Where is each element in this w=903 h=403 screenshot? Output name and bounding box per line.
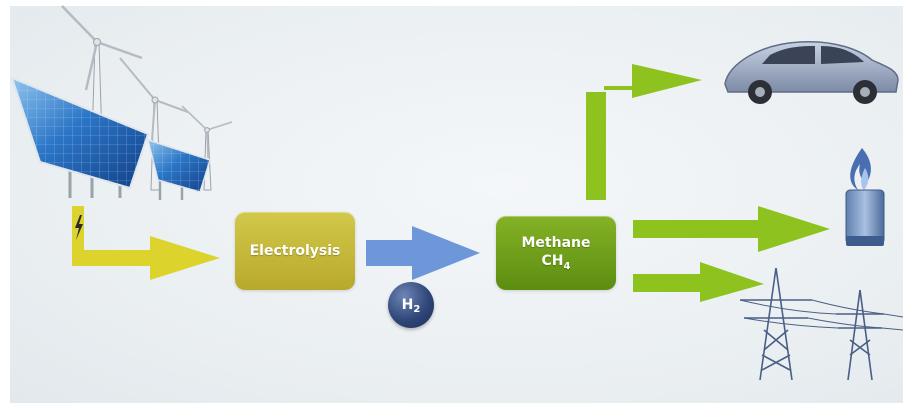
arrow-to-burner [633,206,830,252]
car-icon [724,41,899,104]
methane-box: Methane CH4 [496,216,616,290]
methane-formula-main: CH [541,253,564,269]
solar-panel-small [146,138,211,200]
electrolysis-label: Electrolysis [249,243,341,259]
lightning-icon [75,215,83,240]
power-lines [739,299,903,331]
solar-panel-large [10,76,150,198]
arrow-to-power-grid [633,262,764,302]
methane-formula: CH4 [542,252,571,272]
methane-label: Methane [521,235,591,251]
methane-formula-subscript: 4 [563,261,571,272]
hydrogen-formula-main: H [401,297,414,313]
pylon-right [836,289,884,381]
electrolysis-box: Electrolysis [235,212,355,290]
solar-panels-icon [10,76,211,200]
power-grid-pylons-icon [739,267,903,381]
hydrogen-arrow [366,226,480,280]
hydrogen-formula-subscript: 2 [413,303,421,315]
arrow-to-car-stem [586,92,606,200]
electricity-arrow [72,206,220,280]
gas-flame-burner-icon [845,148,885,246]
